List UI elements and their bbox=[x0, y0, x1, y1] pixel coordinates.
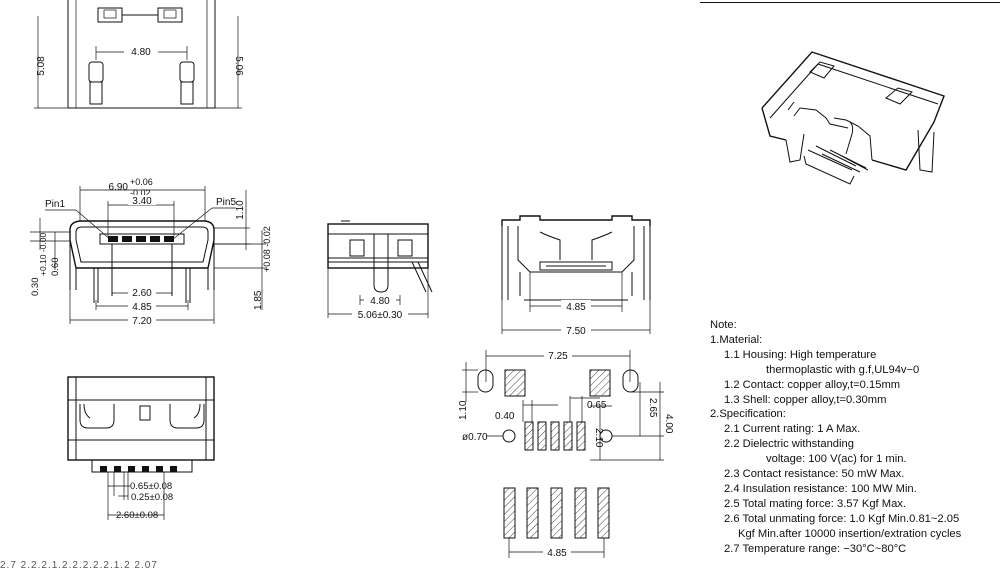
header-rule bbox=[700, 2, 1000, 3]
bottom-view: 0.65±0.08 0.25±0.08 2.60±0.08 bbox=[67, 376, 215, 521]
dim-top-506: 5.06 bbox=[233, 56, 244, 76]
notes-m1: 1.1 Housing: High temperature bbox=[724, 348, 877, 361]
notes-material: 1.Material: bbox=[710, 333, 763, 346]
dim-rear-485: 4.85 bbox=[566, 302, 586, 313]
notes-m2: 1.2 Contact: copper alloy,t=0.15mm bbox=[724, 378, 901, 391]
front-view: 6.90 +0.06 -0.02 3.40 Pin1 Pin5 1.10 1.8… bbox=[30, 177, 272, 327]
dim-top-508: 5.08 bbox=[36, 56, 47, 76]
dim-front-060: 0.60 bbox=[50, 258, 61, 277]
dim-pcb-485: 4.85 bbox=[547, 548, 567, 559]
dim-pcb-265: 2.65 bbox=[647, 398, 658, 418]
notes-spec: 2.Specification: bbox=[710, 408, 786, 421]
dim-bottom-025: 0.25±0.08 bbox=[131, 492, 173, 503]
notes-s6b: Kgf Min.after 10000 insertion/extration … bbox=[738, 527, 962, 540]
dim-bottom-065: 0.65±0.08 bbox=[130, 481, 172, 492]
isometric-view bbox=[761, 51, 945, 185]
notes-s7: 2.7 Temperature range: −30°C~80°C bbox=[724, 542, 907, 555]
notes-m3: 1.3 Shell: copper alloy,t=0.30mm bbox=[724, 393, 887, 406]
dim-pcb-065: 0.65 bbox=[587, 400, 607, 411]
dim-front-110: 1.10 bbox=[235, 200, 246, 220]
dim-front-485: 4.85 bbox=[132, 302, 152, 313]
notes-panel: Note: 1.Material: 1.1 Housing: High temp… bbox=[710, 318, 1000, 557]
dim-pcb-110: 1.10 bbox=[458, 400, 469, 420]
dim-pcb-040: 0.40 bbox=[495, 411, 515, 422]
dim-front-030-tol: +0.10 -0.00 bbox=[38, 232, 48, 276]
rear-view: 4.85 7.50 bbox=[501, 215, 651, 337]
dim-front-030: 0.30 bbox=[30, 278, 41, 297]
dim-side-480: 4.80 bbox=[370, 296, 390, 307]
dim-pcb-210: 2.10 bbox=[593, 428, 604, 448]
notes-m1b: thermoplastic with g.f,UL94v−0 bbox=[766, 363, 920, 376]
dim-front-340: 3.40 bbox=[132, 196, 152, 207]
dim-front-185: 1.85 bbox=[253, 290, 264, 310]
side-view: 4.80 5.06±0.30 bbox=[327, 220, 433, 321]
notes-title: Note: bbox=[710, 319, 737, 331]
top-view: 4.80 5.08 5.06 bbox=[34, 0, 244, 109]
dim-front-690-tol-up: +0.06 bbox=[130, 177, 153, 187]
dim-bottom-260: 2.60±0.08 bbox=[116, 510, 158, 521]
notes-s5: 2.5 Total mating force: 3.57 Kgf Max. bbox=[724, 497, 906, 510]
dim-front-720: 7.20 bbox=[132, 316, 152, 327]
notes-s1: 2.1 Current rating: 1 A Max. bbox=[724, 423, 861, 436]
notes-s3: 2.3 Contact resistance: 50 mW Max. bbox=[724, 468, 905, 481]
dim-pcb-400: 4.00 bbox=[663, 414, 674, 434]
dim-front-690-tol-dn: -0.02 bbox=[130, 188, 151, 198]
notes-s4: 2.4 Insulation resistance: 100 MW Min. bbox=[724, 482, 917, 495]
cropped-footer-text: 2.7 2.2.2.1.2.2.2.2.2.1.2 2.07 bbox=[0, 560, 158, 571]
dim-side-506: 5.06±0.30 bbox=[358, 310, 403, 321]
notes-s2: 2.2 Dielectric withstanding bbox=[724, 438, 854, 451]
dim-top-480: 4.80 bbox=[131, 47, 151, 58]
notes-s2b: voltage: 100 V(ac) for 1 min. bbox=[766, 453, 907, 466]
dim-front-185-tol: +0.08 -0.02 bbox=[262, 226, 272, 272]
dim-rear-750: 7.50 bbox=[566, 326, 586, 337]
dim-front-260: 2.60 bbox=[132, 288, 152, 299]
notes-s6: 2.6 Total unmating force: 1.0 Kgf Min.0.… bbox=[724, 512, 960, 525]
dim-pcb-725: 7.25 bbox=[548, 351, 568, 362]
label-pin5: Pin5 bbox=[216, 197, 236, 208]
dim-front-690: 6.90 bbox=[109, 182, 129, 193]
label-pin1: Pin1 bbox=[45, 199, 65, 210]
dim-pcb-070: ø0.70 bbox=[462, 432, 488, 443]
pcb-footprint: 7.25 1.10 0.40 0.65 ø0.70 2.10 2.65 bbox=[458, 350, 674, 559]
